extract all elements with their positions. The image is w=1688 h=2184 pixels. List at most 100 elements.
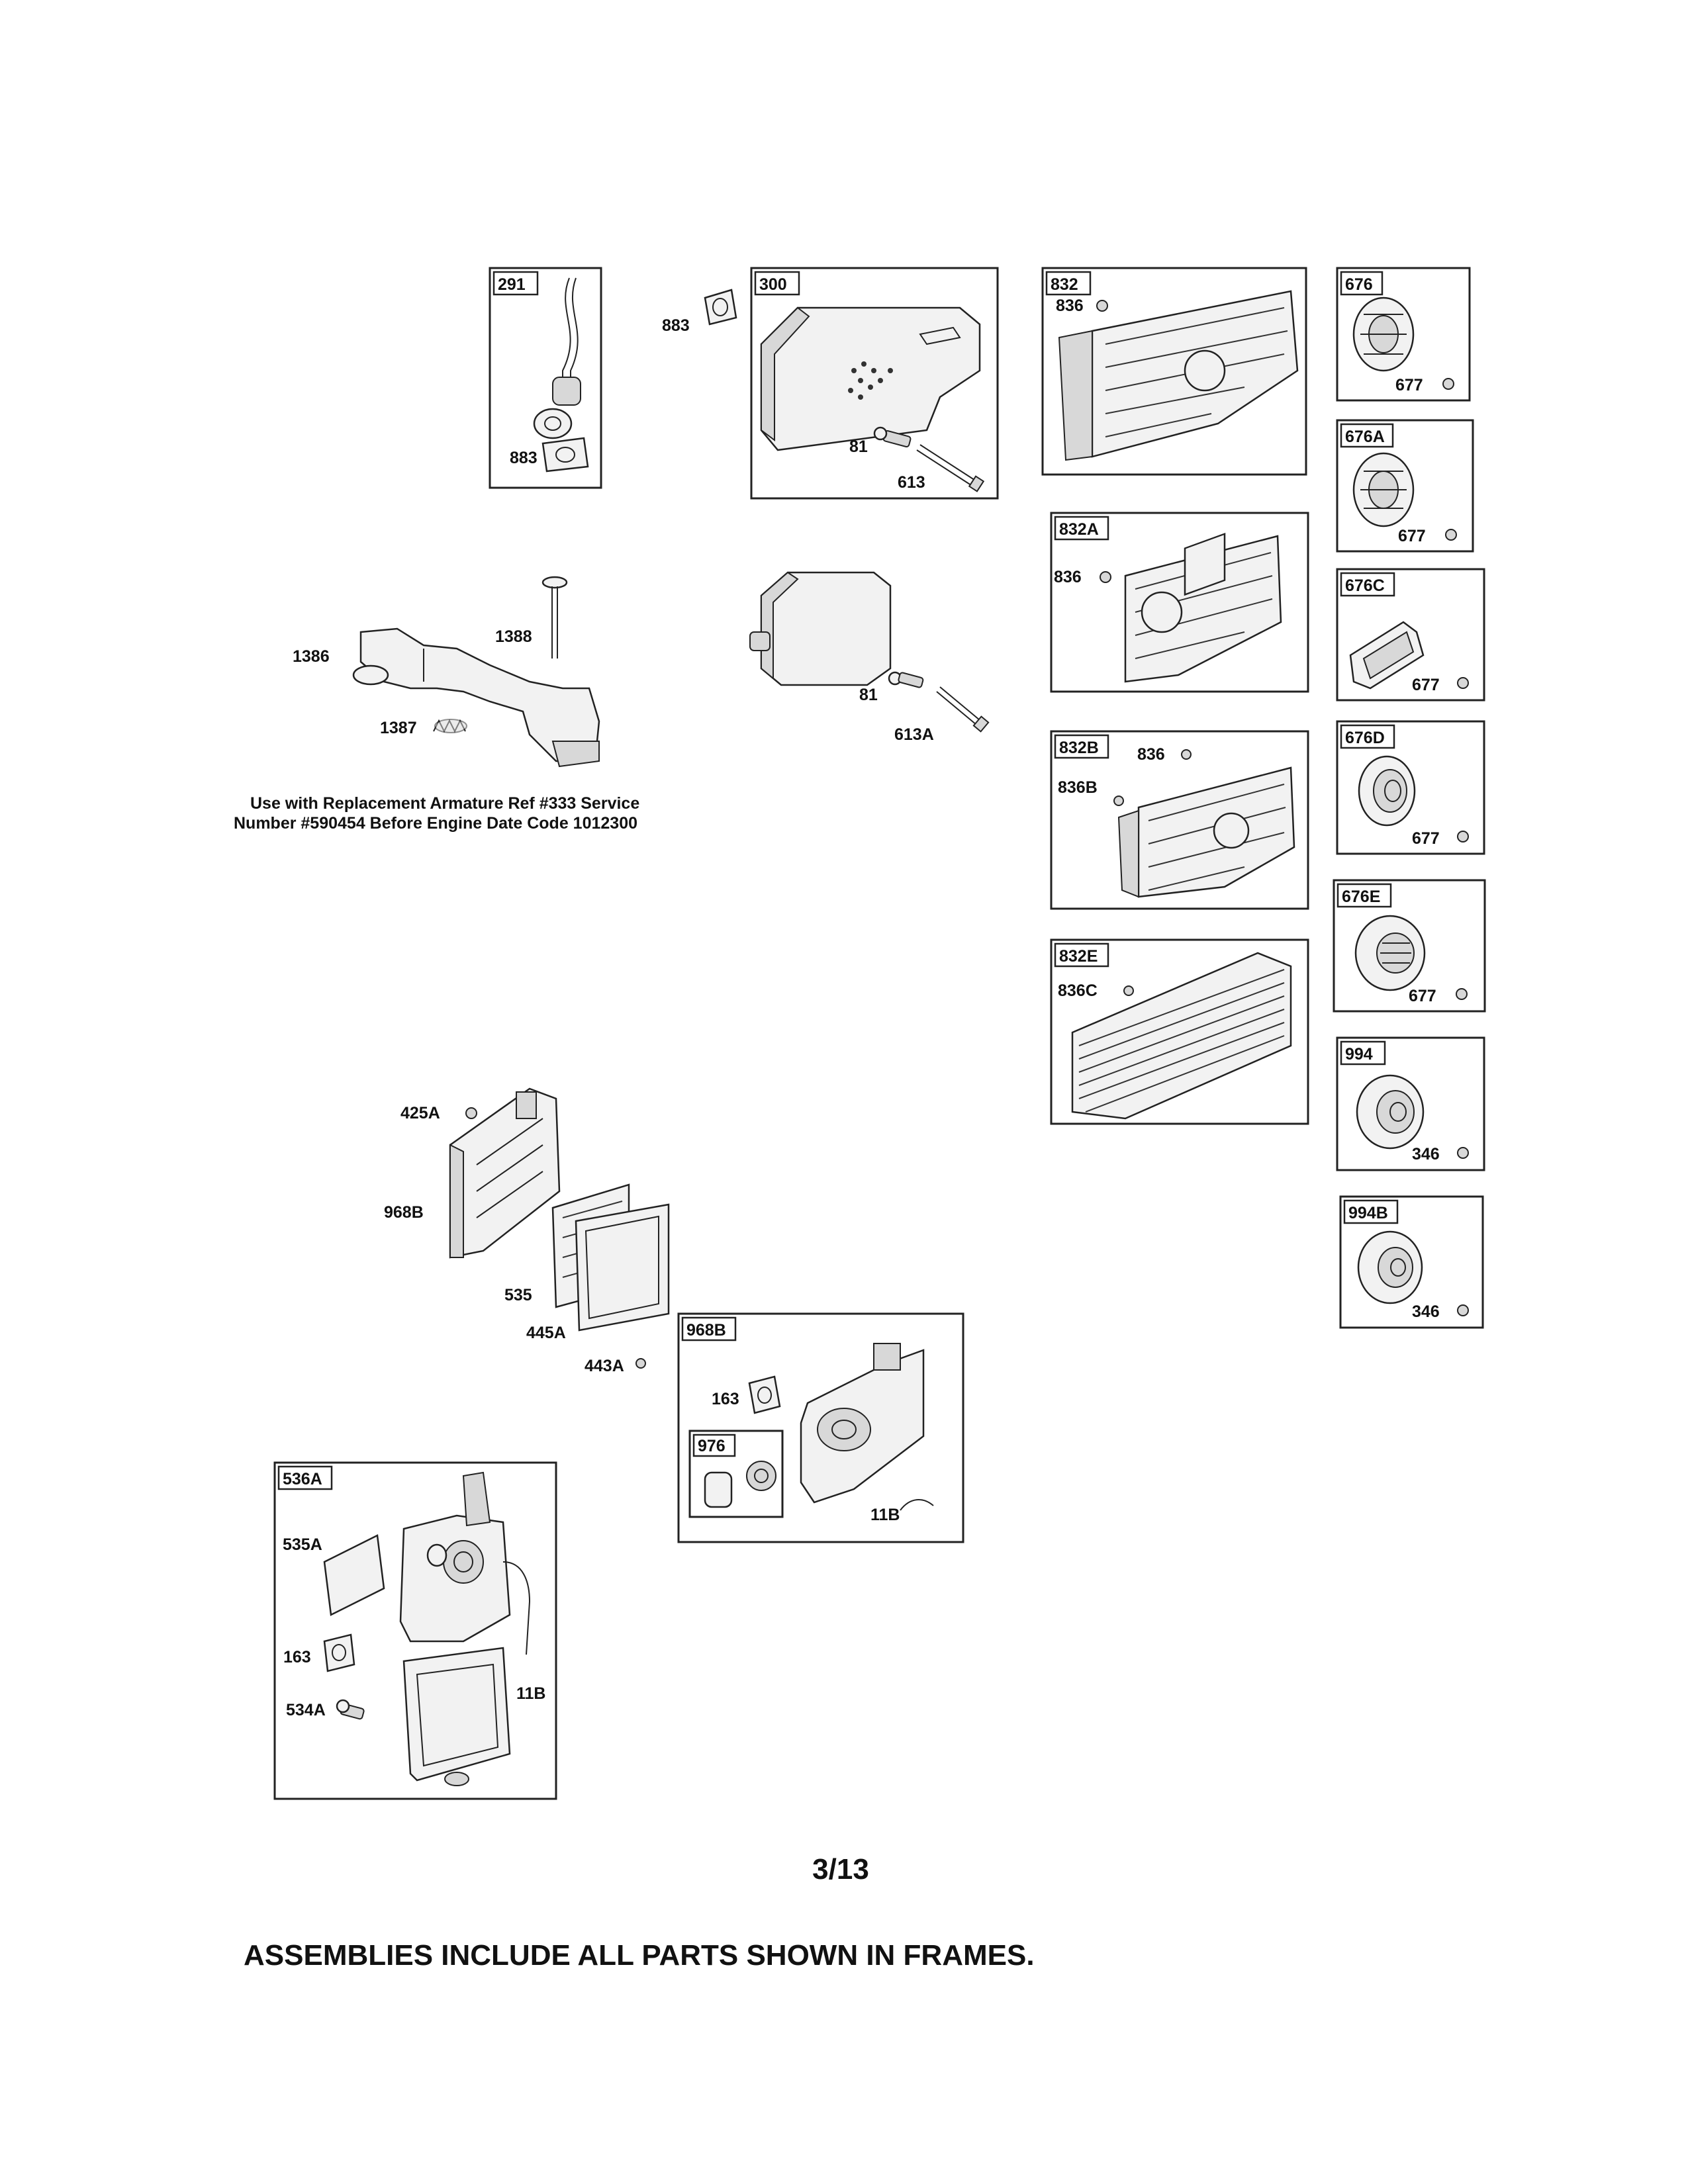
- screw-icon: [336, 1699, 365, 1720]
- frame-label-832B: 832B: [1059, 739, 1099, 757]
- screw-icon: [1123, 985, 1134, 996]
- filter-cover-icon: [402, 1647, 511, 1786]
- frame-676: 676 677: [1336, 267, 1471, 402]
- part-label-425A: 425A: [400, 1104, 440, 1122]
- frame-536A: 536A 535A 163 11B 534A: [273, 1461, 557, 1800]
- frame-676C: 676C 677: [1336, 568, 1485, 702]
- part-label-836: 836: [1137, 745, 1165, 764]
- part-label-1386: 1386: [293, 647, 330, 666]
- frame-label-994B: 994B: [1348, 1204, 1388, 1222]
- frame-label-994: 994: [1345, 1045, 1373, 1064]
- frame-832: 832 836: [1041, 267, 1307, 476]
- part-label-883: 883: [662, 316, 690, 335]
- frame-label-968B: 968B: [686, 1321, 726, 1340]
- part-label-443A: 443A: [585, 1357, 624, 1375]
- stud-icon: [936, 686, 990, 733]
- part-label-968B: 968B: [384, 1203, 424, 1222]
- spark-arrester-icon: [1354, 915, 1426, 991]
- screw-icon: [1457, 831, 1469, 842]
- frame-676D: 676D 677: [1336, 720, 1485, 855]
- page-number: 3/13: [812, 1853, 869, 1886]
- air-cleaner-cover-icon: [399, 1471, 511, 1643]
- screw-icon: [1456, 988, 1468, 1000]
- part-label-81: 81: [859, 686, 878, 704]
- frame-label-832A: 832A: [1059, 520, 1099, 539]
- stud-icon: [916, 444, 985, 492]
- bolt-icon: [888, 671, 924, 688]
- part-label-11B: 11B: [516, 1684, 545, 1703]
- exhaust-deflector-icon: [352, 627, 600, 768]
- part-label-836: 836: [1054, 568, 1082, 586]
- bolt-icon: [873, 426, 912, 448]
- muffler-icon: [749, 571, 892, 686]
- part-label-534A: 534A: [286, 1701, 326, 1719]
- part-label-163: 163: [283, 1648, 311, 1666]
- screw-icon: [1113, 796, 1124, 806]
- note-line-2: Number #590454 Before Engine Date Code 1…: [234, 814, 637, 833]
- footer-note: ASSEMBLIES INCLUDE ALL PARTS SHOWN IN FR…: [244, 1939, 1035, 1972]
- gasket-icon: [541, 437, 589, 473]
- frame-300: 300 81 613: [750, 267, 999, 500]
- frame-291: 291 883: [489, 267, 602, 489]
- breather-tube-icon: [533, 277, 581, 439]
- part-label-836: 836: [1056, 296, 1084, 315]
- part-label-677: 677: [1398, 527, 1426, 545]
- frame-676A: 676A 677: [1336, 419, 1474, 553]
- part-label-163: 163: [712, 1390, 739, 1408]
- frame-label-676C: 676C: [1345, 576, 1385, 595]
- part-label-836B: 836B: [1058, 778, 1098, 797]
- frame-994: 994 346: [1336, 1036, 1485, 1171]
- air-cleaner-base-icon: [800, 1343, 925, 1504]
- frame-832E: 832E 836C: [1050, 532, 1309, 1125]
- screw-icon: [1457, 677, 1469, 689]
- air-cleaner-base-icon: [449, 1087, 561, 1259]
- muffler-guard-icon: [1058, 290, 1299, 461]
- part-label-346: 346: [1412, 1302, 1440, 1321]
- part-label-11B: 11B: [870, 1506, 900, 1524]
- exhaust-gasket-icon: [704, 289, 737, 326]
- screw-icon: [1100, 571, 1111, 583]
- muffler-guard-icon: [1117, 766, 1295, 898]
- frame-label-676A: 676A: [1345, 428, 1385, 446]
- screw-icon: [1457, 1304, 1469, 1316]
- screw-icon: [465, 1107, 477, 1119]
- tube-icon: [900, 1498, 934, 1511]
- part-label-677: 677: [1409, 987, 1436, 1005]
- frame-976: 976: [688, 1430, 784, 1518]
- heat-shield-icon: [1071, 532, 1292, 1120]
- spark-arrester-icon: [1358, 755, 1416, 827]
- part-label-1387: 1387: [380, 719, 417, 737]
- part-label-677: 677: [1412, 676, 1440, 694]
- part-label-346: 346: [1412, 1145, 1440, 1163]
- note-line-1: Use with Replacement Armature Ref #333 S…: [250, 794, 639, 813]
- frame-label-676D: 676D: [1345, 729, 1385, 747]
- breather-icon: [704, 1461, 776, 1508]
- part-label-613: 613: [898, 473, 925, 492]
- part-label-677: 677: [1412, 829, 1440, 848]
- screw-icon: [1445, 529, 1457, 541]
- part-label-677: 677: [1395, 376, 1423, 394]
- part-label-1388: 1388: [495, 627, 532, 646]
- screw-icon: [1096, 300, 1108, 312]
- part-label-535: 535: [504, 1286, 532, 1304]
- part-label-81: 81: [849, 437, 868, 456]
- frame-832A: 832A 836: [1050, 512, 1309, 693]
- muffler-icon: [760, 306, 981, 451]
- tube-icon: [502, 1561, 531, 1655]
- frame-label-976: 976: [698, 1437, 726, 1455]
- screw-icon: [1181, 749, 1192, 760]
- frame-676E: 676E 677: [1333, 879, 1486, 1013]
- part-label-883: 883: [510, 449, 538, 467]
- frame-label-832: 832: [1051, 275, 1078, 294]
- spark-arrester-icon: [1352, 452, 1415, 527]
- gasket-icon: [748, 1375, 781, 1414]
- part-label-836C: 836C: [1058, 981, 1098, 1000]
- spring-icon: [433, 719, 467, 733]
- spark-arrester-icon: [1356, 1074, 1425, 1150]
- frame-968B: 968B 163 11B 976: [677, 1312, 964, 1543]
- part-label-613A: 613A: [894, 725, 934, 744]
- screw-icon: [541, 576, 568, 659]
- part-label-445A: 445A: [526, 1324, 566, 1342]
- frame-label-536A: 536A: [283, 1470, 322, 1488]
